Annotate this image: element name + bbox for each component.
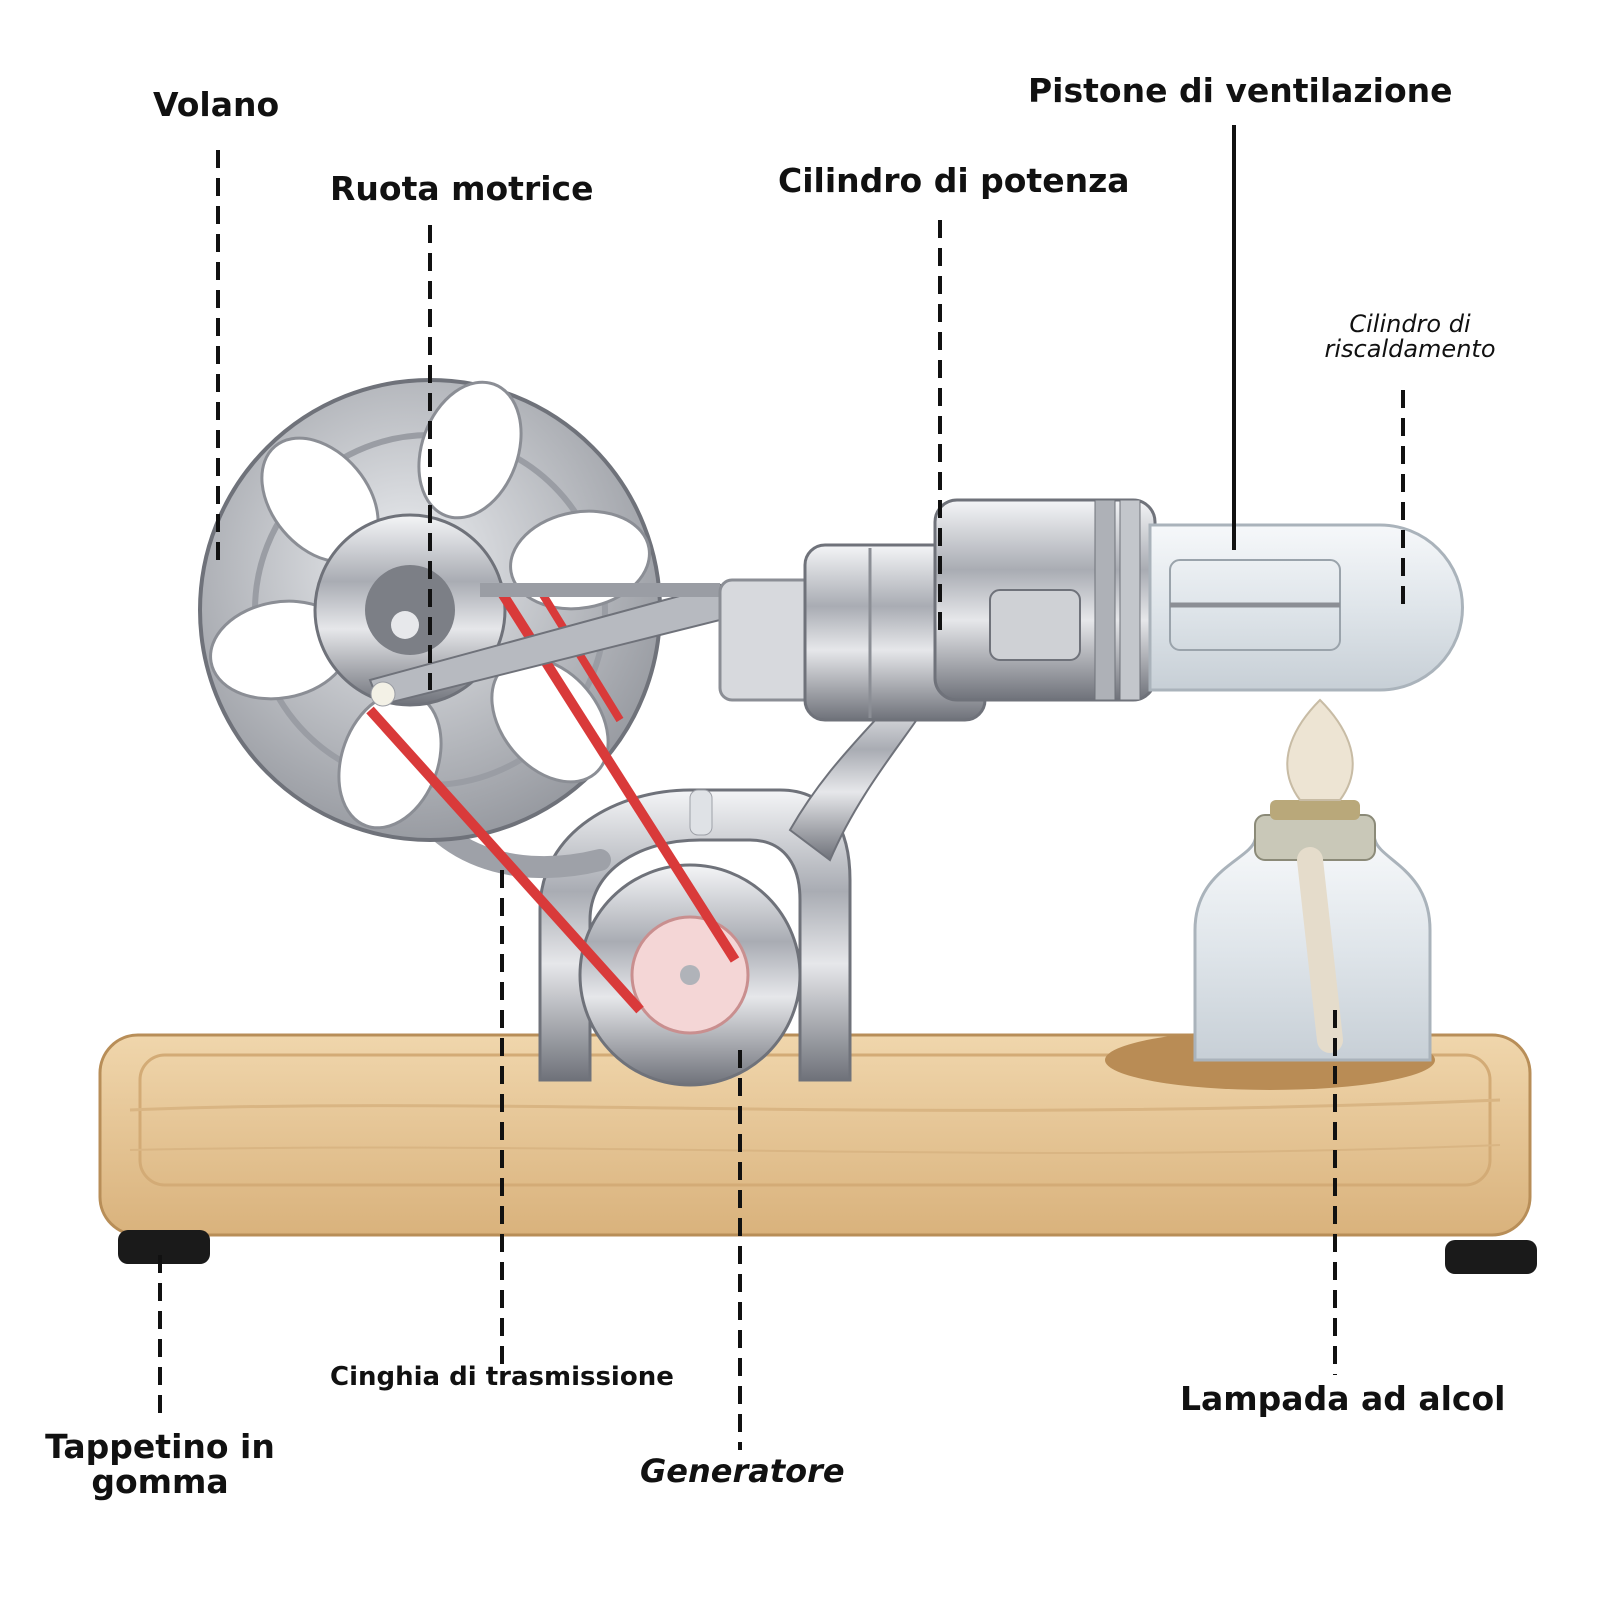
- heating-cylinder: [1148, 523, 1464, 692]
- label-ruota-motrice: Ruota motrice: [330, 169, 594, 208]
- label-pistone-ventilazione: Pistone di ventilazione: [1028, 71, 1453, 110]
- generator: [578, 789, 802, 1087]
- label-tappetino-line2: gomma: [91, 1461, 229, 1501]
- label-lampada: Lampada ad alcol: [1180, 1379, 1506, 1418]
- label-volano: Volano: [153, 85, 280, 124]
- label-cilindro-riscaldamento: Cilindro di riscaldamento: [1300, 310, 1520, 364]
- displacer-housing: [933, 498, 1157, 702]
- leader-lines: [158, 125, 1405, 1450]
- label-cinghia: Cinghia di trasmissione: [330, 1362, 674, 1392]
- label-cilindro-riscaldamento-line2: riscaldamento: [1324, 335, 1496, 364]
- label-cilindro-potenza: Cilindro di potenza: [778, 161, 1130, 200]
- rubber-feet: [118, 1230, 1537, 1274]
- label-generatore: Generatore: [640, 1452, 845, 1490]
- alcohol-lamp: [1193, 698, 1432, 1062]
- label-tappetino: Tappetino in gomma: [40, 1427, 280, 1501]
- label-cilindro-riscaldamento-line1: Cilindro di: [1349, 310, 1471, 338]
- label-tappetino-line1: Tappetino in: [45, 1427, 275, 1466]
